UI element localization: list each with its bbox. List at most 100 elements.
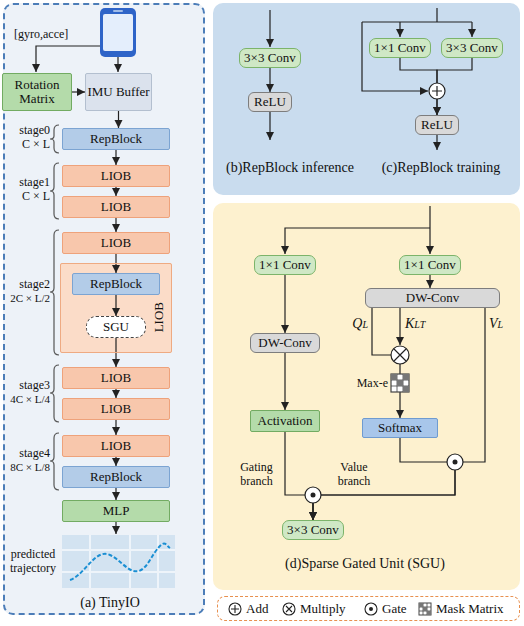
layer-box: LIOB [62,435,170,457]
layer-box: IMU Buffer [85,73,152,111]
layer-box: 1×1 Conv [369,38,431,58]
gate-symbol [447,454,463,470]
node-label: 1×1 Conv [374,41,426,55]
annotation-label: 8C × L/8 [2,461,50,474]
panel-caption: (a) TinyIO [50,595,170,611]
branch-wire [471,22,472,37]
panel-caption: (d)Sparse Gated Unit (SGU) [230,556,500,572]
annotation-label: stage1 [4,176,50,190]
layer-box: Activation [250,410,320,432]
connector [284,275,285,333]
connector [313,438,455,520]
sgu-block: SGU [86,316,146,338]
layer-box: MLP [62,500,170,522]
mask-cells [391,374,409,392]
node-label: LIOB [101,371,131,385]
node-label: LIOB [101,402,131,416]
node-label: SGU [103,320,129,334]
stage-bracket [50,125,59,153]
legend-label: Add [246,601,268,617]
connector [115,389,116,398]
legend-item: Multiply [282,597,346,620]
legend-symbol-part [365,603,377,615]
node-label: LIOB [101,439,131,453]
annotation-label: C × L [4,190,50,204]
annotation-label: 4C × L/4 [2,393,50,406]
legend-label: Multiply [300,601,346,617]
layer-box: LIOB [62,165,170,187]
node-label: LIOB [101,236,131,250]
input-wire [362,8,472,22]
legend-symbol-part [419,603,431,615]
annotation-label: stage0 [4,124,50,138]
annotation-label: stage4 [4,447,50,461]
annotation-label: 2C × L/2 [2,292,50,305]
input-wire [429,206,430,254]
layer-box: 3×3 Conv [441,38,503,58]
node-label: LIOB [101,169,131,183]
node-label: 3×3 Conv [287,523,339,537]
legend-symbol-part [369,607,373,611]
legend-box: Add Multiply Gate Mask Matrix [217,596,520,621]
panel-fill [3,3,205,615]
node-label: 1×1 Conv [259,258,311,272]
multiply-symbol [391,346,409,364]
layer-box: 1×1 Conv [399,255,461,275]
legend-symbol [228,602,242,616]
node-label: MLP [103,504,130,518]
connector [429,275,430,288]
output-wire [436,135,437,150]
layer-box: LIOB [62,232,170,254]
legend-item: Gate [364,597,407,620]
stage-bracket [50,433,59,490]
gate-dot [311,493,316,498]
connector [115,488,116,500]
node-label: DW-Conv [406,291,459,305]
connector [115,218,116,232]
node-label: RepBlock [90,470,142,484]
layer-box: Softmax [362,418,438,438]
annotation-label: stage2 [4,278,50,292]
layer-box: 3×3 Conv [239,48,301,68]
gate-dot [453,460,458,465]
node-label: Activation [258,414,313,428]
annotation-label: Max-e [340,377,388,391]
connector [115,457,116,466]
multiply-symbol [394,349,406,361]
input-wire [269,10,270,47]
connector [72,91,85,92]
connector [269,68,270,92]
legend-symbol-part [229,603,241,615]
connector [115,420,116,435]
legend-symbol [282,602,296,616]
layer-box: LIOB [62,367,170,389]
map-roads [62,535,175,588]
annotation-label: C × L [4,138,50,152]
layer-box: LIOB [62,398,170,420]
figure-panel: (b)RepBlock inference(c)RepBlock trainin… [213,3,520,195]
node-label: Softmax [378,421,422,435]
annotation-label: predicted trajectory [6,548,60,576]
layer-box: Rotation Matrix [2,73,72,111]
panel-fill [213,203,520,590]
layer-box: LIOB [62,196,170,218]
phone-screen [103,14,133,51]
add-symbol [432,86,442,96]
legend-symbol [364,602,378,616]
layer-box: ReLU [415,115,459,135]
annotation-label: Gating branch [234,461,279,489]
panel-caption: (c)RepBlock training [365,160,517,176]
panel-caption: (b)RepBlock inference [215,160,365,176]
layer-box: DW-Conv [365,288,500,308]
legend-item: Mask Matrix [418,597,504,620]
mask-grid [391,374,409,392]
node-label: 1×1 Conv [404,258,456,272]
panel-fill [213,3,520,195]
connector [118,111,119,128]
sensor-wire [36,46,100,72]
connector [115,295,116,316]
legend-label: Mask Matrix [436,601,504,617]
node-label: 3×3 Conv [446,41,498,55]
phone-icon [100,8,136,57]
